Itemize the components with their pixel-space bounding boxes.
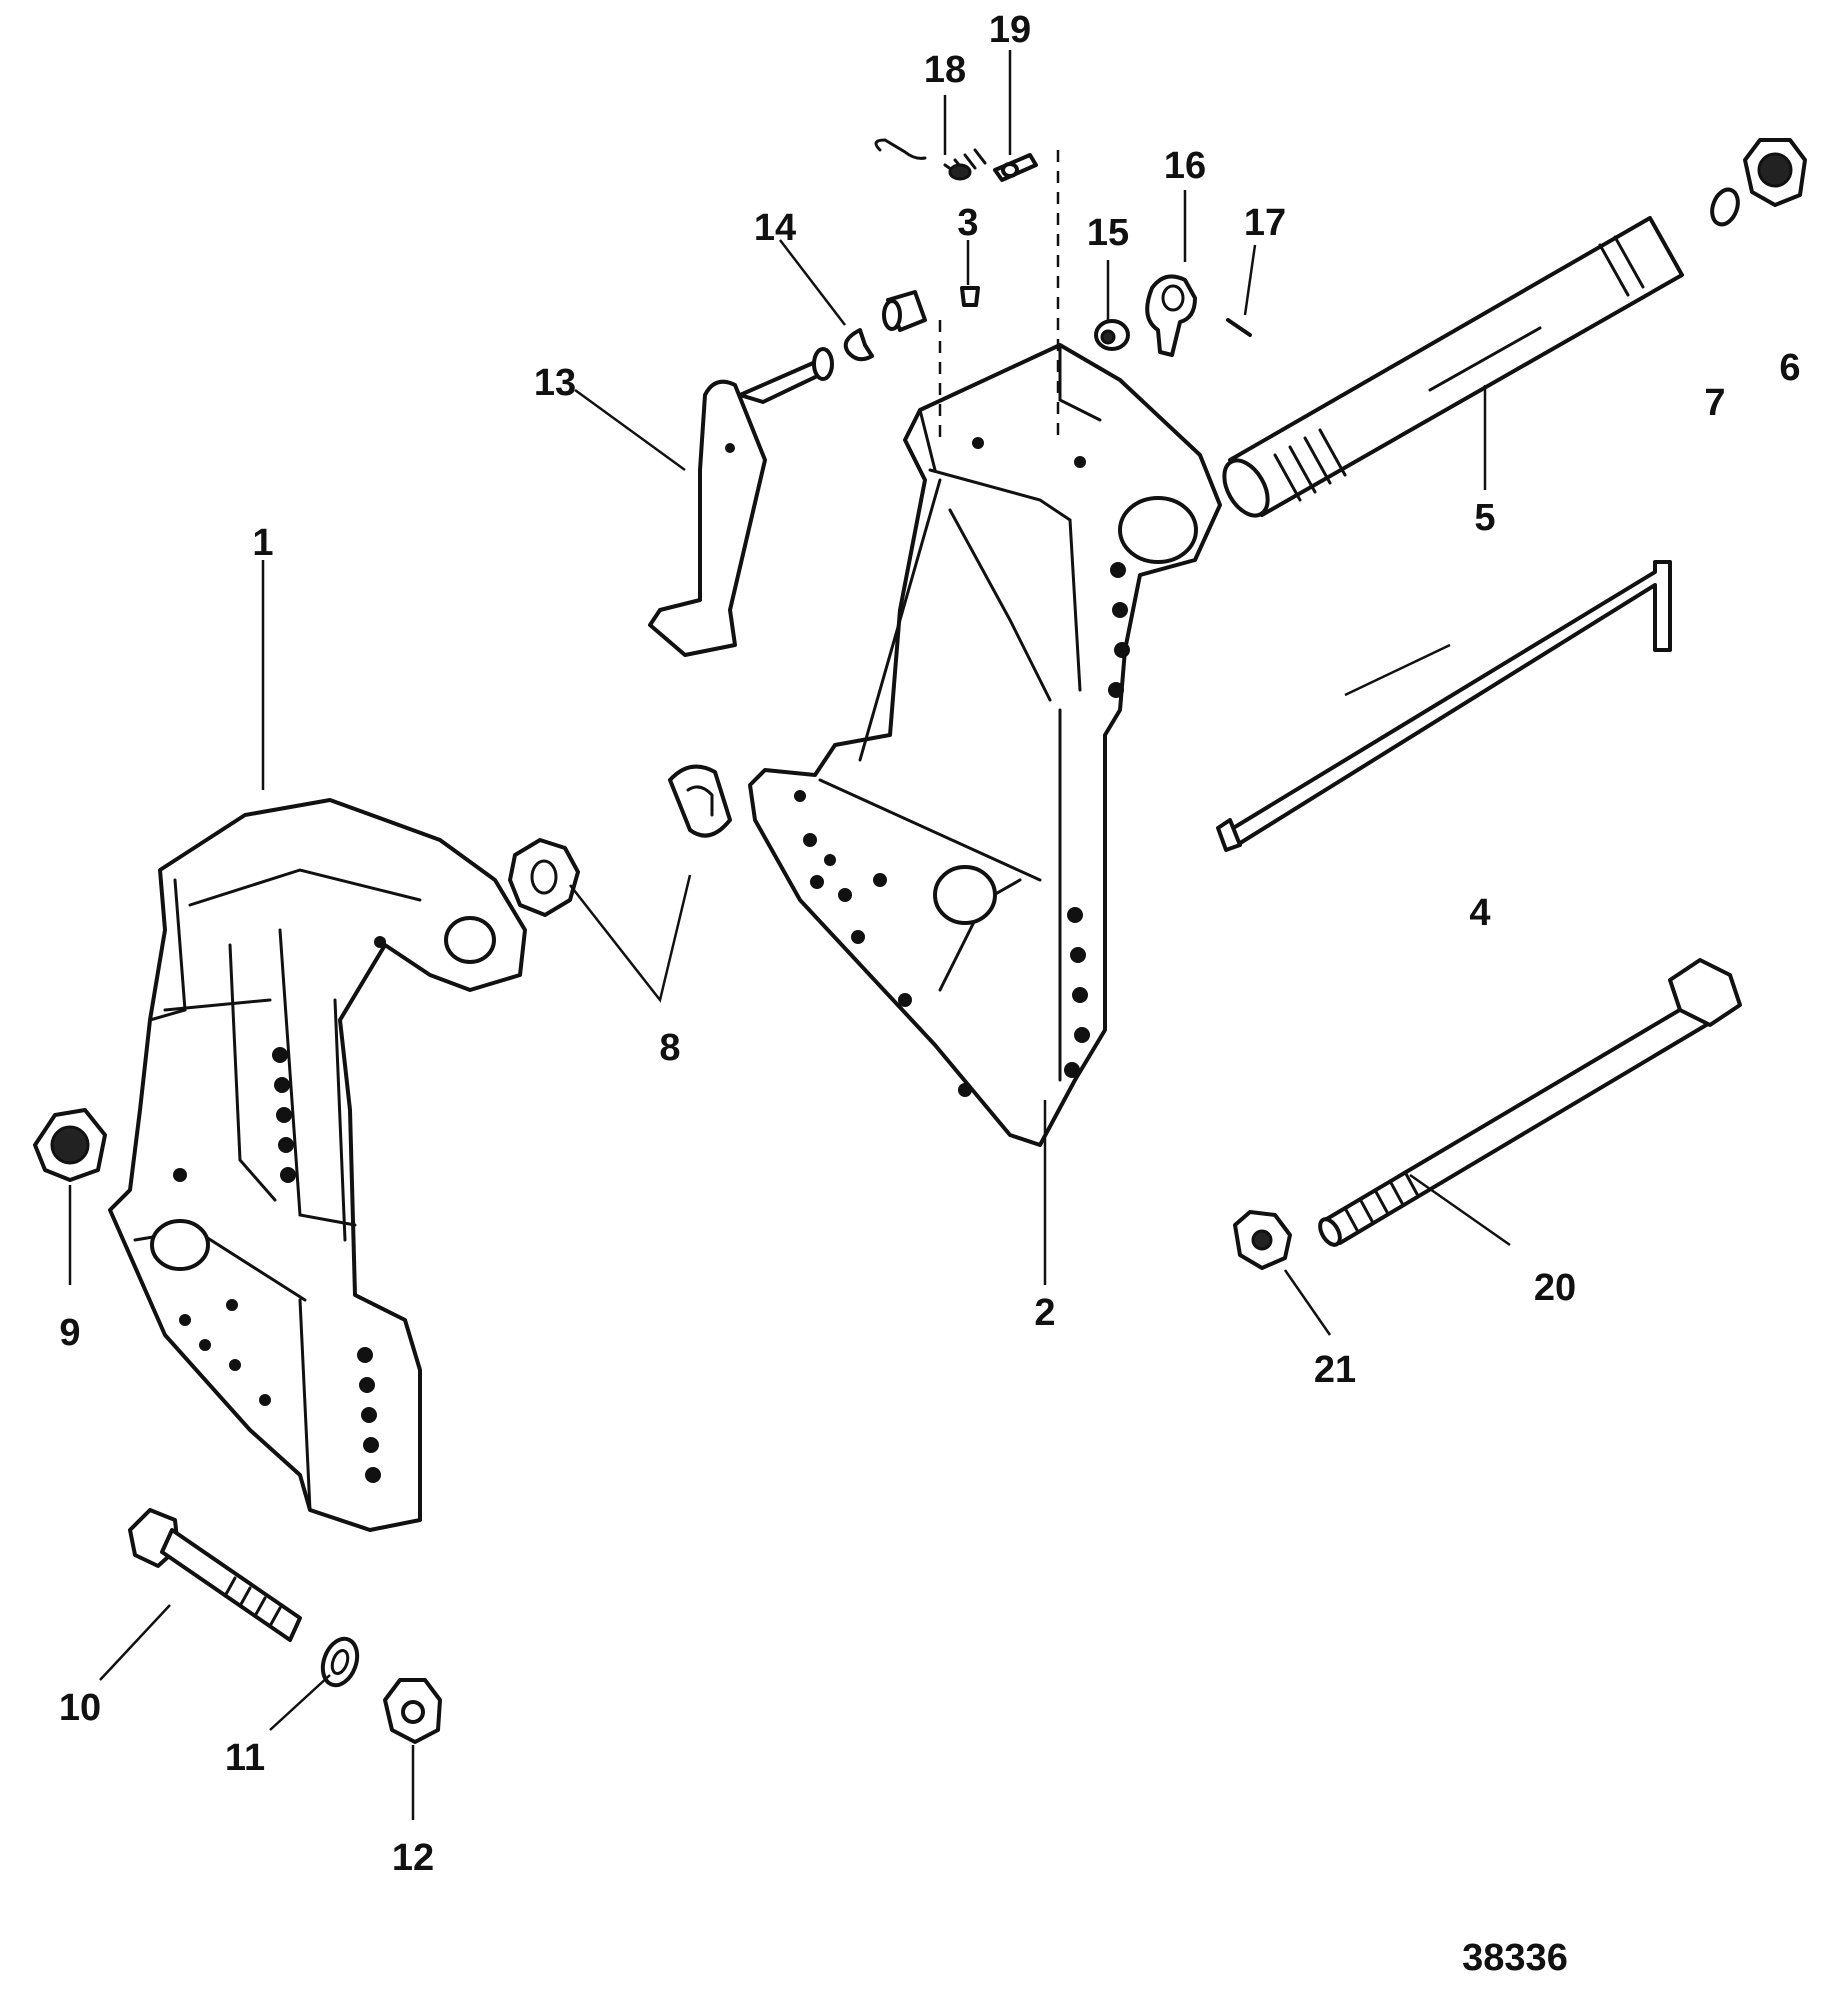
short-bolt [128,1508,302,1642]
callout-10: 10 [59,1687,101,1729]
tilt-lever [648,347,834,657]
pin-17 [1226,318,1252,337]
callout-17: 17 [1244,202,1286,244]
callout-21: 21 [1314,1349,1356,1391]
callout-3: 3 [957,202,978,244]
clamp-bracket-right [748,343,1222,1147]
clamp-bracket-left [108,798,527,1532]
leader-lines [68,50,1511,1820]
callout-2: 2 [1034,1292,1055,1334]
callout-4: 4 [1469,892,1490,934]
long-bolt [1318,958,1742,1247]
washer-8-left [508,838,580,917]
callout-13: 13 [534,362,576,404]
figure-number: 38336 [1462,1937,1568,1979]
plunger-19 [993,153,1038,182]
callout-18: 18 [924,49,966,91]
washer-11 [320,1636,360,1688]
callout-6: 6 [1779,347,1800,389]
callout-14: 14 [754,207,796,249]
cam-16 [1145,274,1197,357]
callout-16: 16 [1164,145,1206,187]
retainer-14 [843,328,874,362]
bushing [882,290,927,332]
spring-18 [874,138,987,181]
callout-20: 20 [1534,1267,1576,1309]
tilt-pin [1216,560,1672,852]
washer-8-right [668,764,732,838]
nut-9 [33,1108,107,1182]
tilt-tube [1222,216,1684,518]
callout-1: 1 [252,522,273,564]
callout-11: 11 [225,1737,265,1779]
pin-15 [1094,319,1130,351]
callout-19: 19 [989,9,1031,51]
nut-6 [1743,138,1807,207]
callout-12: 12 [392,1837,434,1879]
callout-7: 7 [1704,382,1725,424]
callout-8: 8 [659,1027,680,1069]
callout-5: 5 [1474,497,1495,539]
nut-21 [1233,1210,1292,1270]
washer-7 [1710,187,1740,227]
callout-9: 9 [59,1312,80,1354]
callout-labels: 1 2 3 4 5 6 7 8 9 10 11 12 13 14 15 16 1… [59,9,1801,1879]
set-screw-3 [960,286,980,307]
nut-12 [383,1678,442,1744]
callout-15: 15 [1087,212,1129,254]
